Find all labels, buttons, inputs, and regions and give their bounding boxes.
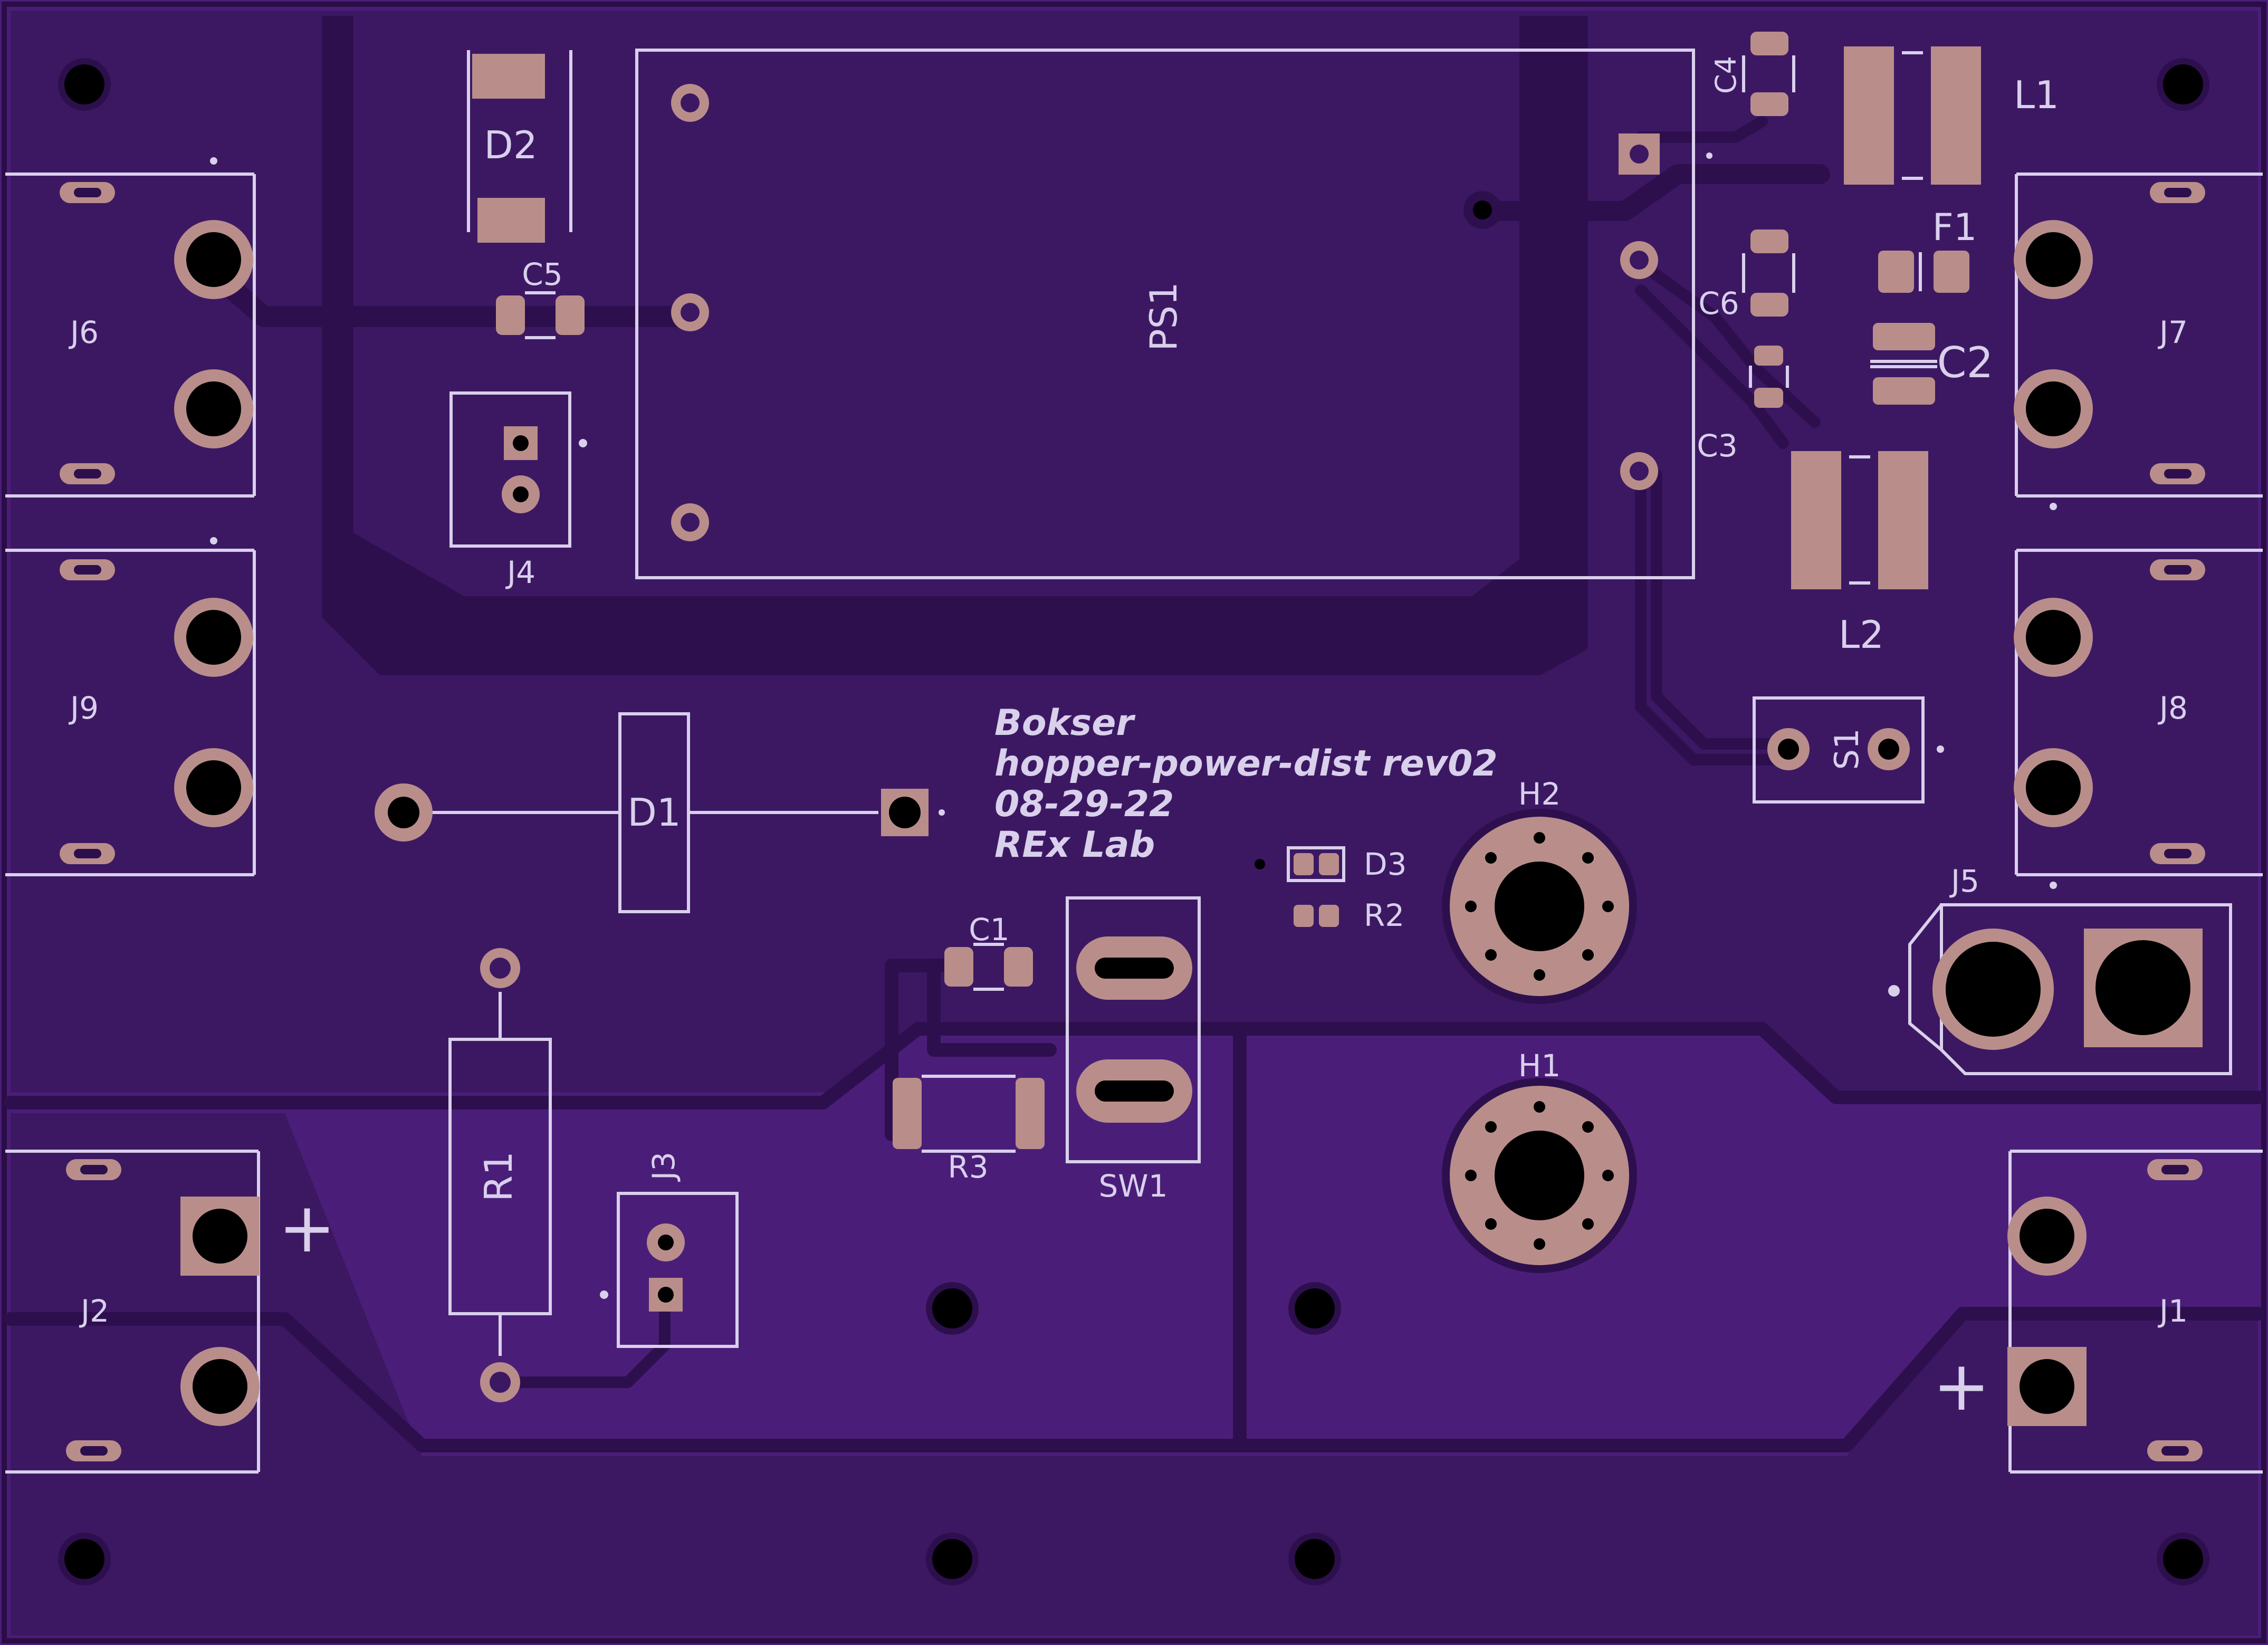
trace-s1-right (1651, 469, 1794, 750)
title-line-3: 08-29-22 (994, 783, 1174, 825)
label-d2: D2 (484, 123, 537, 167)
component-d2: D2 (467, 50, 572, 243)
component-h2: H2 (1442, 776, 1637, 1004)
label-j5: J5 (1949, 863, 1979, 899)
label-ps1: PS1 (1142, 282, 1185, 351)
component-j3: J3 (600, 1152, 739, 1348)
component-f1: F1 (1878, 206, 1977, 293)
component-j2: + J2 (5, 1150, 336, 1474)
label-c6: C6 (1698, 285, 1739, 321)
label-d3: D3 (1364, 846, 1407, 882)
label-sw1: SW1 (1098, 1168, 1168, 1204)
label-j2: J2 (79, 1293, 109, 1329)
component-r2: R2 (1294, 897, 1404, 933)
label-j7: J7 (2158, 314, 2188, 350)
label-j3: J3 (646, 1152, 682, 1182)
component-l2: L2 (1791, 451, 1928, 657)
polarity-j2: + (279, 1188, 336, 1268)
copper-pour-bottom (11, 1113, 2258, 1636)
trace-bottom-divider (4, 1307, 2265, 1452)
label-l1: L1 (2014, 73, 2059, 117)
label-c1: C1 (969, 912, 1009, 948)
component-h1: H1 (1442, 1048, 1637, 1273)
component-s1: S1 (1753, 696, 1944, 804)
trace-s1-left (1635, 469, 1794, 766)
trace-c1b (927, 959, 1057, 1057)
trace-ps1-right (1635, 258, 1821, 428)
component-l1: L1 (1844, 46, 2059, 185)
component-c4: C4 (1709, 32, 1795, 116)
component-c1: C1 (944, 912, 1033, 991)
ps1-pour-inner (353, 16, 1519, 596)
label-h1: H1 (1518, 1048, 1561, 1084)
title-line-1: Bokser (994, 702, 1136, 744)
component-c2: C2 (1870, 323, 1993, 405)
component-sw1: SW1 (1066, 896, 1201, 1204)
label-c2: C2 (1937, 338, 1994, 387)
label-j4: J4 (505, 554, 535, 590)
label-c3: C3 (1697, 428, 1737, 464)
title-line-4: REx Lab (994, 824, 1155, 866)
component-r3: R3 (893, 1075, 1045, 1185)
component-r1: R1 (448, 948, 552, 1402)
component-c5: C5 (496, 256, 585, 339)
trace-c4 (1635, 116, 1768, 143)
polarity-j1: + (1933, 1346, 1991, 1426)
component-j7: J7 (2014, 173, 2263, 510)
mounting-holes (58, 58, 2209, 1585)
component-j9: J9 (5, 537, 256, 876)
component-j1: + J1 (1933, 1150, 2263, 1474)
label-j6: J6 (69, 314, 99, 350)
trace-l1 (1472, 164, 1830, 221)
title-line-2: hopper-power-dist rev02 (994, 743, 1498, 785)
label-s1: S1 (1827, 729, 1866, 770)
label-j1: J1 (2158, 1293, 2188, 1329)
component-j6: J6 (5, 157, 256, 498)
label-d1: D1 (627, 790, 681, 835)
trace-mid-divider (4, 1022, 2265, 1110)
label-r3: R3 (948, 1149, 988, 1185)
trace-c1 (885, 959, 951, 1141)
title-block: Bokser hopper-power-dist rev02 08-29-22 … (994, 702, 1498, 866)
label-c4: C4 (1709, 56, 1743, 94)
label-l2: L2 (1839, 613, 1884, 657)
label-h2: H2 (1518, 776, 1561, 812)
label-r1: R1 (476, 1151, 521, 1202)
component-d3: D3 (1255, 846, 1407, 882)
label-f1: F1 (1932, 206, 1977, 249)
label-j8: J8 (2158, 690, 2188, 726)
label-r2: R2 (1364, 897, 1404, 933)
trace-r1-j3 (495, 1287, 671, 1388)
label-j9: J9 (69, 690, 99, 726)
trace-ps1-c3 (1635, 284, 1789, 449)
component-c6: C6 (1698, 229, 1795, 321)
component-c3: C3 (1697, 346, 1789, 464)
label-c5: C5 (522, 256, 562, 292)
silk-dot (1706, 152, 1712, 159)
component-j4: J4 (449, 391, 587, 590)
component-j8: J8 (2014, 549, 2263, 889)
component-j5: J5 (1888, 863, 2232, 1075)
component-d1: D1 (375, 712, 945, 913)
component-ps1: PS1 (635, 49, 1695, 579)
